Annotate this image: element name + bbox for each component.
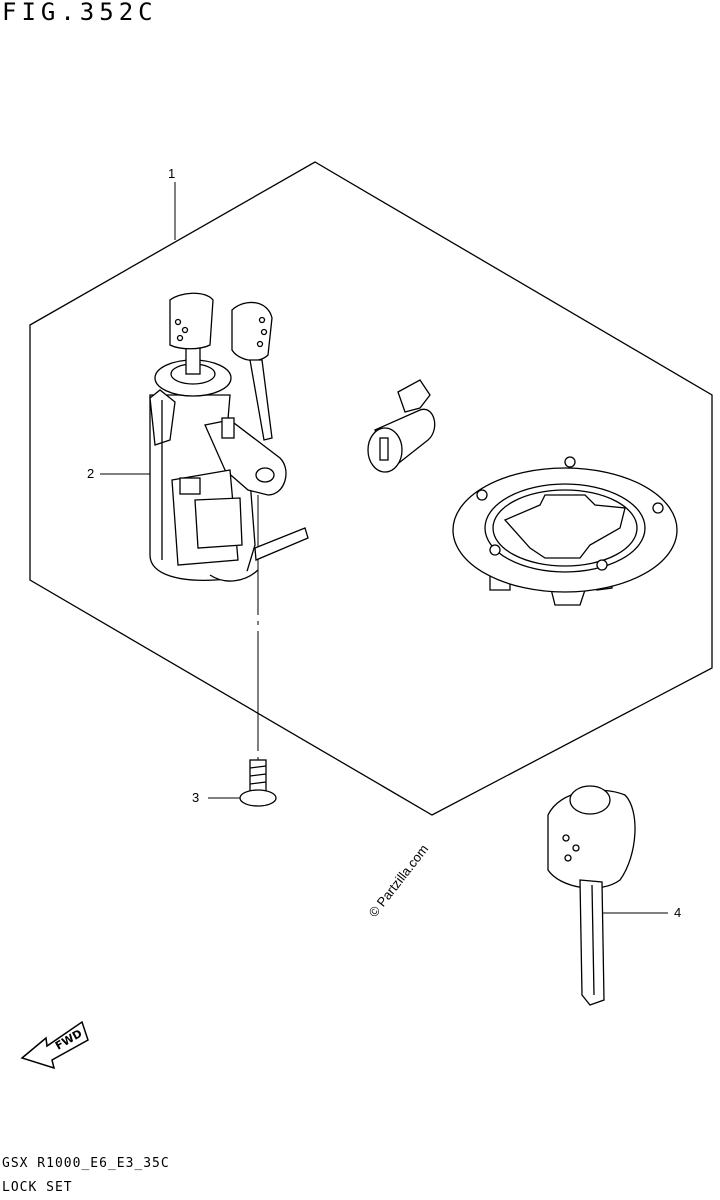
spare-key	[547, 785, 636, 1006]
figure-name: LOCK SET	[2, 1180, 73, 1195]
callout-3: 3	[192, 790, 200, 805]
assembly-outline	[29, 161, 713, 816]
ignition-keys	[169, 292, 273, 441]
figure-code: GSX R1000_E6_E3_35C	[2, 1156, 170, 1171]
watermark-text: © Partzilla.com	[366, 842, 432, 920]
callout-2: 2	[87, 466, 95, 481]
seat-lock-cylinder	[367, 379, 436, 473]
fwd-arrow	[20, 1020, 89, 1070]
callout-4: 4	[674, 905, 682, 920]
fuel-cap	[452, 456, 678, 606]
ignition-switch	[149, 339, 309, 582]
callout-1: 1	[168, 166, 176, 181]
figure-title: FIG.352C	[2, 0, 158, 26]
screw	[239, 759, 277, 807]
